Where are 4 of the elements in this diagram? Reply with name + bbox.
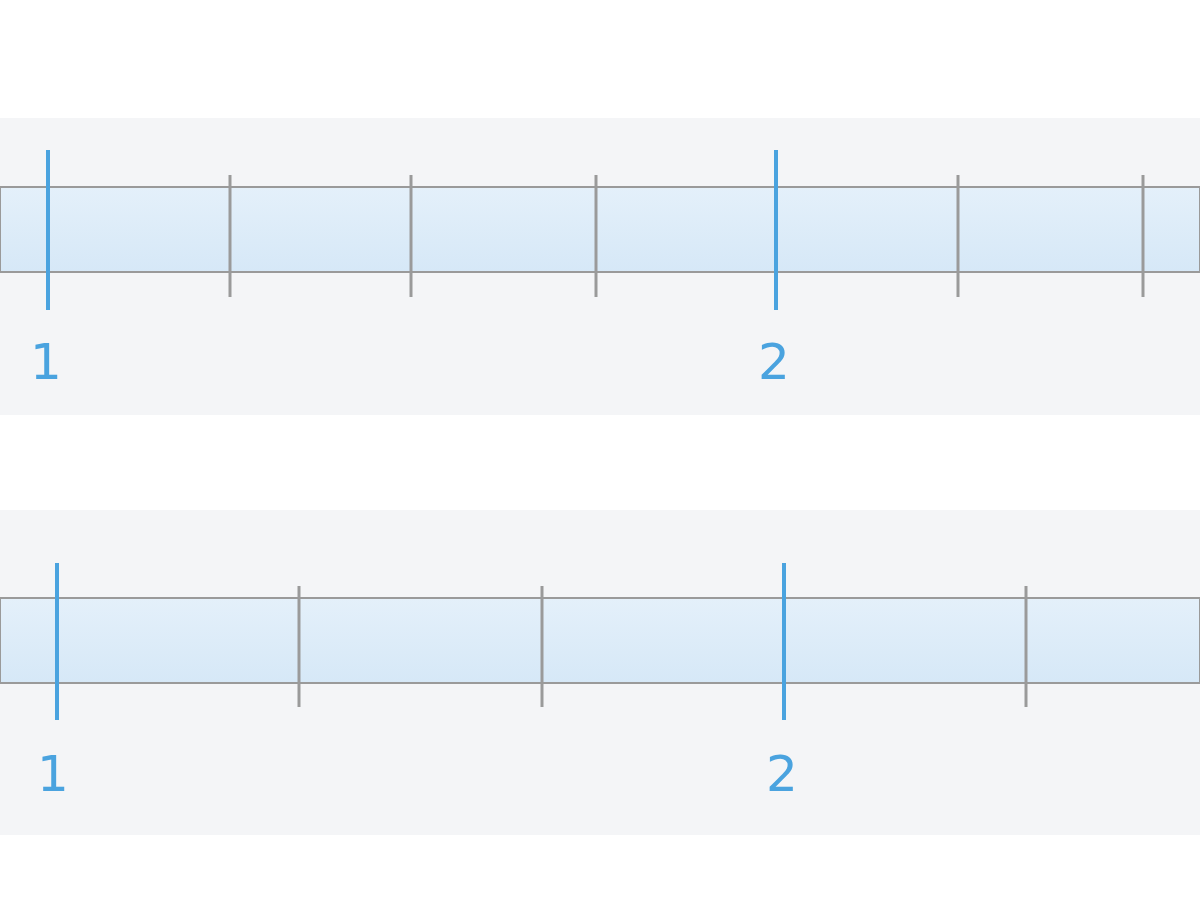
beat-number: 1 <box>37 746 69 802</box>
beat-number: 2 <box>766 746 798 802</box>
beat-number: 1 <box>30 334 62 390</box>
beat-number: 2 <box>758 334 790 390</box>
